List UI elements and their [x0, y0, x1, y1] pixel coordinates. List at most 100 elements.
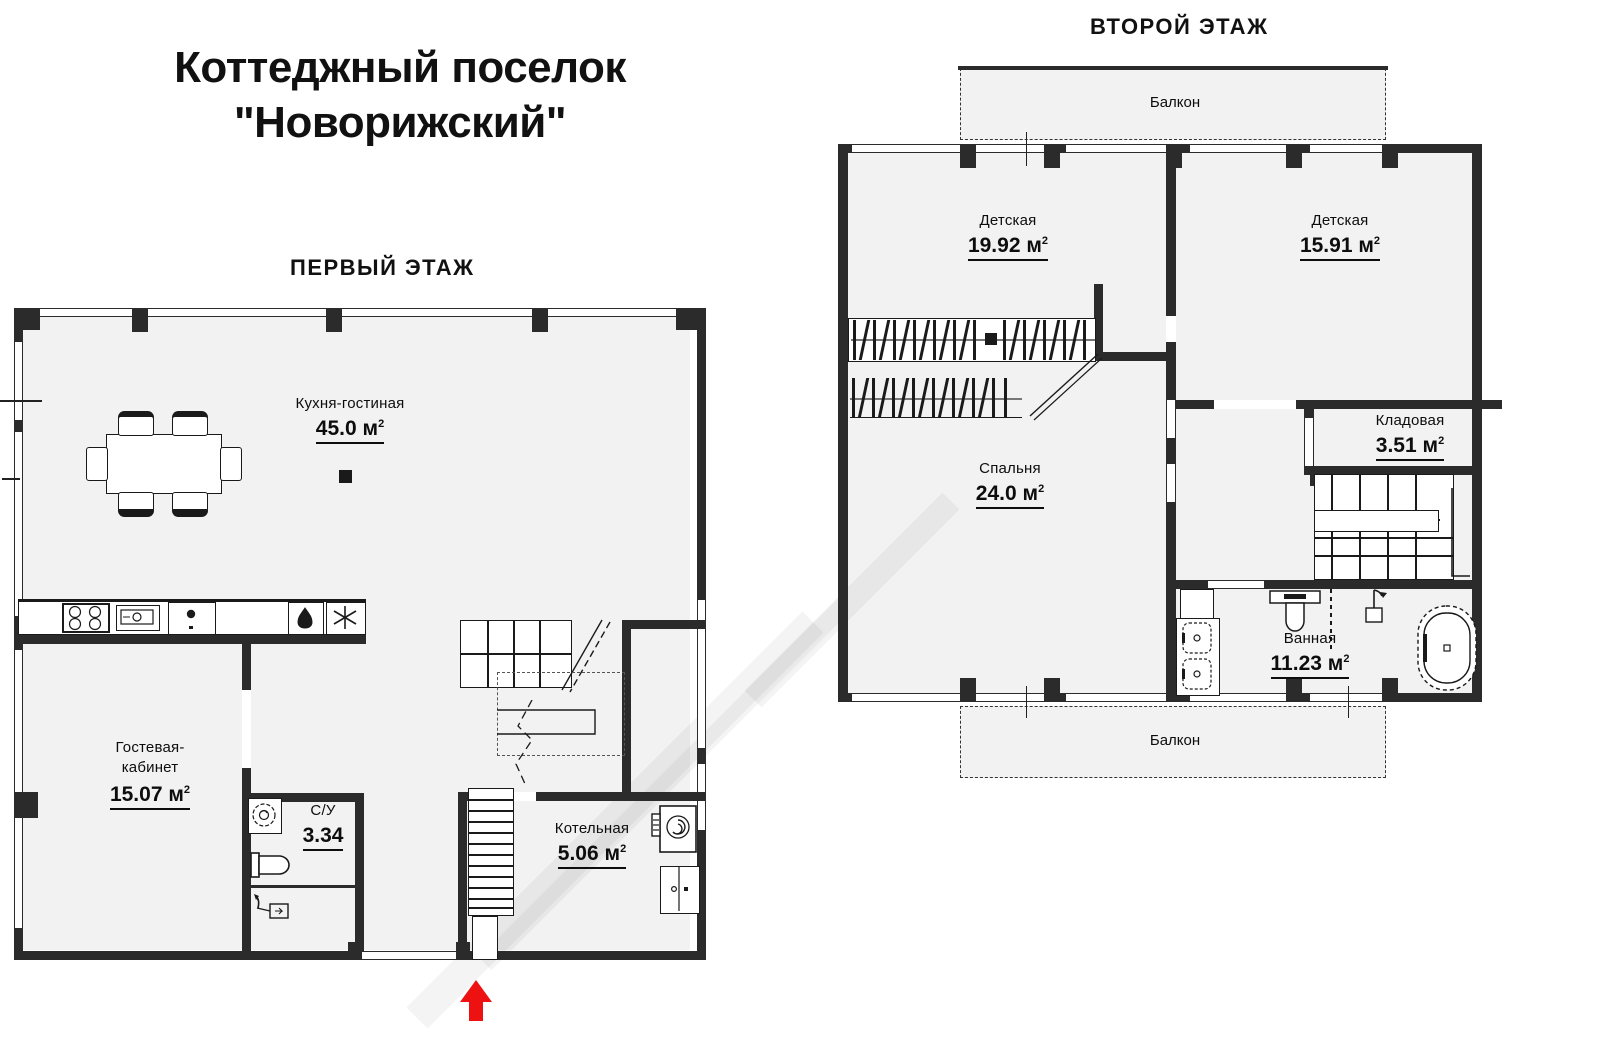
- stairs-lower-landing: [472, 916, 498, 960]
- room-area-kids2: 15.91 м2: [1299, 233, 1381, 262]
- balcony-bottom: [960, 706, 1386, 778]
- floor2-window-bottom-3: [1066, 693, 1166, 702]
- floor1-partition-wc-right: [355, 793, 364, 951]
- room-name-wc: С/У: [310, 802, 336, 819]
- floor2-pier-b2: [1044, 678, 1060, 702]
- floor2-door-storage: [1304, 418, 1314, 468]
- floor1-window-left-3: [14, 650, 23, 798]
- page-title: Коттеджный поселок "Новорижский": [60, 40, 740, 150]
- room-label-wc: С/У 3.34: [288, 802, 358, 852]
- floor1-partition-hall-top: [622, 620, 706, 629]
- room-area-bath: 11.23 м2: [1270, 651, 1350, 680]
- room-label-kitchen: Кухня-гостиная 45.0 м2: [250, 395, 450, 445]
- floor1-window-top-4: [548, 308, 676, 317]
- balcony-bottom-label: Балкон: [1149, 732, 1201, 749]
- dining-table-top: [106, 434, 222, 494]
- floor2-opening-central-2: [1166, 464, 1176, 502]
- floor2-window-top-3: [1066, 144, 1166, 153]
- floor1-window-right-1: [697, 600, 706, 748]
- chair-icon-bottom-1-back: [118, 509, 154, 517]
- room-label-boiler: Котельная 5.06 м2: [512, 820, 672, 870]
- room-name-bath: Ванная: [1283, 630, 1337, 647]
- room-label-storage: Кладовая 3.51 м2: [1320, 412, 1500, 462]
- floor2-pier-t5: [1382, 144, 1398, 168]
- toilet-icon: [250, 848, 296, 882]
- floor2-heading: ВТОРОЙ ЭТАЖ: [1090, 14, 1269, 39]
- floor2-window-top-1: [852, 144, 960, 153]
- floor2-window-bottom-5: [1310, 693, 1398, 702]
- washbasin-cabinet: [1176, 618, 1220, 696]
- floor1-pier-l3: [14, 792, 38, 818]
- wardrobe-diagonal-edge: [1029, 353, 1103, 421]
- project-title-line2: "Новорижский": [233, 98, 567, 147]
- floor2-partition-storage-bottom: [1304, 466, 1482, 475]
- faucet-icon: [1354, 586, 1394, 632]
- chair-icon-right: [220, 447, 242, 481]
- chair-icon-top-2-back: [172, 411, 208, 419]
- room-label-kids1: Детская 19.92 м2: [918, 212, 1098, 262]
- floor1-window-top-3: [342, 308, 532, 317]
- floor1-window-top-1: [40, 308, 132, 317]
- floor2-window-top-4: [1190, 144, 1286, 153]
- stairs-break-line: [515, 700, 533, 787]
- room-name-boiler: Котельная: [554, 820, 630, 837]
- floor1-pier-tl: [14, 308, 40, 330]
- floor2-partition-bath-top: [1176, 580, 1482, 589]
- wardrobe-icon-2: [848, 378, 1024, 420]
- floor1-column-marker: [339, 470, 352, 483]
- fireplace-icon: [288, 602, 324, 635]
- floor1-window-left-4: [14, 816, 23, 928]
- sink-icon: [168, 602, 216, 635]
- chair-icon-top-2: [172, 416, 208, 436]
- floor1-partition-boiler-left: [458, 792, 467, 960]
- room-area-kitchen: 45.0 м2: [315, 416, 385, 445]
- floor2-dim-tick-top: [1026, 132, 1028, 166]
- floor2-window-top-5: [1310, 144, 1398, 153]
- room-name-kitchen: Кухня-гостиная: [295, 395, 405, 412]
- floor2-partition-wardrobe-bottom: [1094, 352, 1176, 361]
- toilet-icon-floor2: [1262, 589, 1332, 647]
- floor1-partition-wc-top: [242, 793, 364, 802]
- room-name-guest-1: Гостевая-: [115, 739, 185, 756]
- room-name-kids2: Детская: [1311, 212, 1369, 229]
- floor1-door-guest: [242, 690, 251, 768]
- floor1-dim-tick-1: [0, 400, 42, 402]
- chair-icon-top-1-back: [118, 411, 154, 419]
- boiler-icon: [650, 802, 702, 862]
- chair-icon-bottom-2-back: [172, 509, 208, 517]
- floor-2-plan: Балкон: [744, 40, 1540, 900]
- floor2-window-top-2: [976, 144, 1044, 153]
- floor2-opening-central-1: [1166, 400, 1176, 438]
- floor1-pier-tr: [676, 308, 706, 330]
- floor1-partition-hall-right: [622, 620, 631, 800]
- balcony-top-rail: [958, 66, 1388, 70]
- shower-screen: [1330, 589, 1332, 651]
- balcony-top-label: Балкон: [1149, 94, 1201, 111]
- floor2-pier-b5: [1382, 678, 1398, 702]
- floor2-dim-tick-bottom-1: [1026, 686, 1028, 718]
- room-name-bedroom: Спальня: [979, 460, 1041, 477]
- room-name-kids1: Детская: [979, 212, 1037, 229]
- floor2-window-bottom-2: [976, 693, 1044, 702]
- floor1-partition-kitchen-bottom: [14, 635, 366, 644]
- stairs-icon-upper: [460, 620, 572, 688]
- stove-icon: [62, 603, 110, 633]
- floor2-partition-wardrobe-right: [1094, 284, 1103, 360]
- floor1-partition-wc-inner: [248, 885, 360, 888]
- stairs-landing-floor2: [1314, 510, 1439, 532]
- floor2-window-bottom-1: [852, 693, 960, 702]
- fridge-icon: [326, 602, 366, 635]
- room-area-kids1: 19.92 м2: [967, 233, 1049, 262]
- floor1-pier-t4: [532, 308, 548, 332]
- bath-cabinet-top: [1180, 589, 1214, 619]
- chair-icon-top-1: [118, 416, 154, 436]
- floor2-interior-fill: [842, 152, 1472, 694]
- floor2-wall-right: [1472, 144, 1482, 702]
- floor2-partition-storage-top: [1304, 400, 1502, 409]
- room-label-guest: Гостевая- кабинет 15.07 м2: [60, 738, 240, 810]
- project-title-line1: Коттеджный поселок: [174, 43, 626, 92]
- oven-icon: [116, 605, 160, 631]
- floor2-door-bath: [1208, 580, 1264, 589]
- floor2-pier-b4: [1286, 678, 1302, 702]
